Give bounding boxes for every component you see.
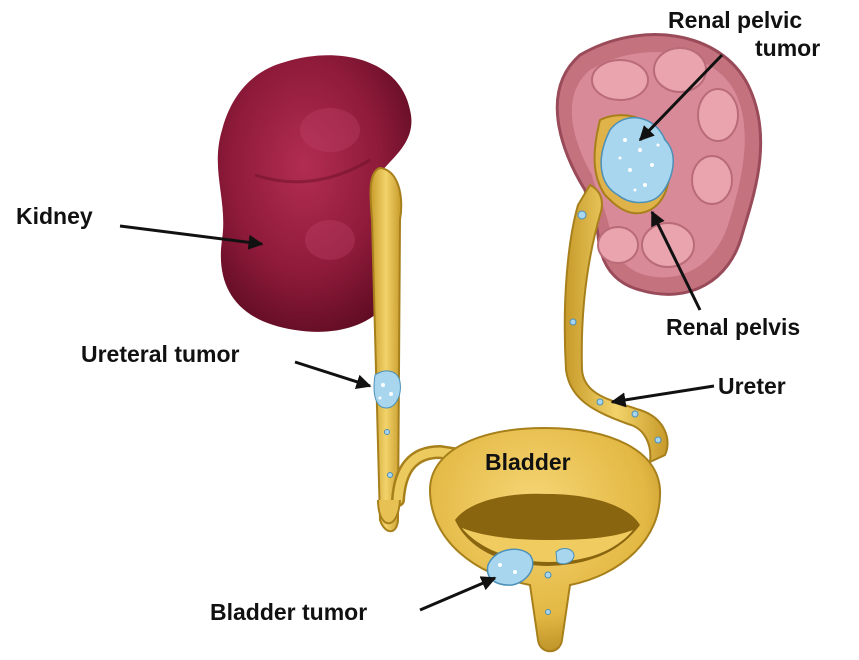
label-bladder: Bladder <box>485 449 571 475</box>
label-ureter-group: Ureter <box>612 373 786 402</box>
arrow-bladder-tumor <box>420 578 495 610</box>
ureteral-tumor <box>374 371 400 408</box>
label-ureter: Ureter <box>718 373 786 399</box>
label-kidney: Kidney <box>16 203 93 229</box>
arrow-ureteral-tumor <box>295 362 370 386</box>
label-ureteral-tumor: Ureteral tumor <box>81 341 240 367</box>
label-bladder-tumor-group: Bladder tumor <box>210 578 495 625</box>
arrow-ureter <box>612 386 714 402</box>
label-renal-pelvis: Renal pelvis <box>666 314 800 340</box>
label-renal-pelvic-tumor-line1: Renal pelvic <box>668 7 802 33</box>
label-ureteral-tumor-group: Ureteral tumor <box>81 341 370 386</box>
label-renal-pelvic-tumor-line2: tumor <box>755 35 820 61</box>
label-bladder-tumor: Bladder tumor <box>210 599 367 625</box>
